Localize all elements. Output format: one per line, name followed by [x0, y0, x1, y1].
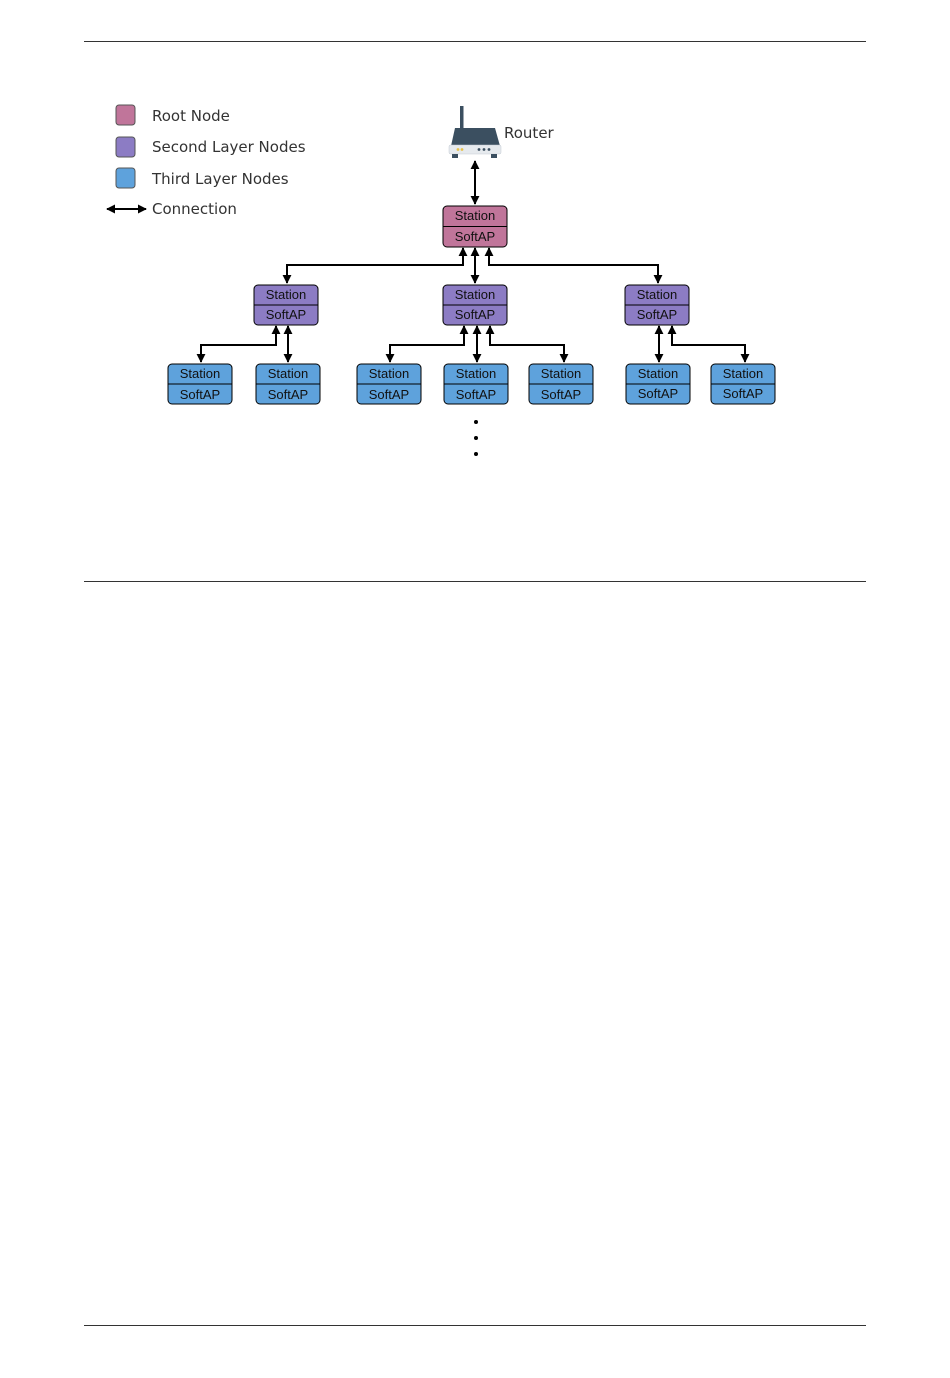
node-softap-label: SoftAP [638, 386, 678, 401]
third-layer-node: Station SoftAP [444, 364, 508, 404]
node-softap-label: SoftAP [455, 307, 495, 322]
node-softap-label: SoftAP [455, 229, 495, 244]
connections [201, 161, 745, 362]
legend-connection-label: Connection [152, 200, 237, 218]
legend-root-label: Root Node [152, 107, 230, 125]
router-icon [449, 106, 501, 158]
root-node: Station SoftAP [443, 206, 507, 247]
node-softap-label: SoftAP [266, 307, 306, 322]
legend: Root Node Second Layer Nodes Third Layer… [107, 105, 306, 218]
node-station-label: Station [180, 366, 220, 381]
connection-left-a [201, 326, 276, 362]
node-softap-label: SoftAP [456, 387, 496, 402]
node-softap-label: SoftAP [180, 387, 220, 402]
legend-second-swatch [116, 137, 135, 157]
connection-center-c [490, 326, 564, 362]
legend-root-swatch [116, 105, 135, 125]
third-layer-node: Station SoftAP [626, 364, 690, 404]
connection-root-right [489, 248, 658, 283]
node-station-label: Station [637, 287, 677, 302]
connection-root-left [287, 248, 463, 283]
node-softap-label: SoftAP [369, 387, 409, 402]
node-station-label: Station [266, 287, 306, 302]
node-softap-label: SoftAP [637, 307, 677, 322]
second-layer-node: Station SoftAP [625, 285, 689, 325]
third-layer-node: Station SoftAP [168, 364, 232, 404]
third-layer-node: Station SoftAP [256, 364, 320, 404]
node-station-label: Station [455, 287, 495, 302]
node-softap-label: SoftAP [541, 387, 581, 402]
second-layer-node: Station SoftAP [443, 285, 507, 325]
node-station-label: Station [456, 366, 496, 381]
connection-center-a [390, 326, 464, 362]
node-station-label: Station [369, 366, 409, 381]
legend-second-label: Second Layer Nodes [152, 138, 306, 156]
node-station-label: Station [268, 366, 308, 381]
third-layer-node: Station SoftAP [711, 364, 775, 404]
third-layer-node: Station SoftAP [529, 364, 593, 404]
node-softap-label: SoftAP [723, 386, 763, 401]
node-station-label: Station [638, 366, 678, 381]
bottom-rule [84, 1325, 866, 1326]
third-layer-node: Station SoftAP [357, 364, 421, 404]
node-station-label: Station [455, 208, 495, 223]
router-label: Router [504, 124, 555, 142]
node-station-label: Station [723, 366, 763, 381]
second-layer-node: Station SoftAP [254, 285, 318, 325]
continuation-dots [474, 420, 478, 456]
node-station-label: Station [541, 366, 581, 381]
node-softap-label: SoftAP [268, 387, 308, 402]
legend-third-label: Third Layer Nodes [151, 170, 289, 188]
mesh-network-diagram: Root Node Second Layer Nodes Third Layer… [0, 0, 950, 600]
connection-right-b [672, 326, 745, 362]
legend-third-swatch [116, 168, 135, 188]
